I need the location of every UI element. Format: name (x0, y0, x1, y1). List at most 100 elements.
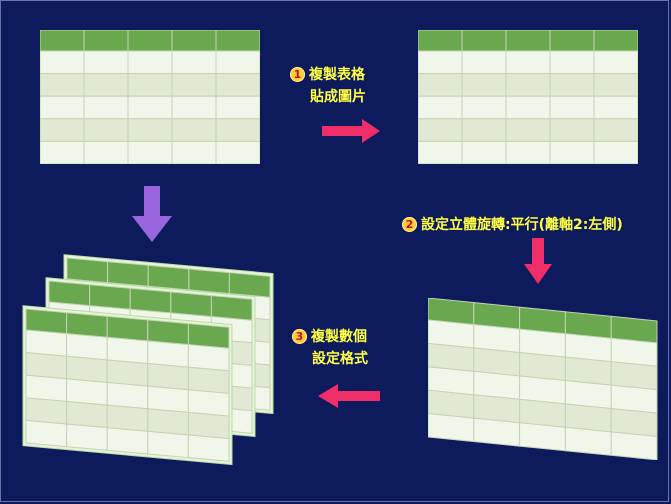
table-cells (418, 30, 638, 164)
table-body-cell (461, 50, 507, 75)
table-body-cell (147, 408, 189, 436)
table-body-cell (505, 140, 551, 164)
table-header-cell (461, 30, 507, 52)
table-body-cell (127, 118, 173, 142)
table-body-cell (147, 385, 189, 413)
table-header-cell (40, 30, 85, 52)
table-body-cell (106, 359, 149, 387)
step-1-line-2: 貼成圖片 (310, 89, 366, 105)
table-body-cell (25, 419, 68, 448)
table-header-cell (147, 319, 189, 346)
table-body-cell (83, 118, 129, 142)
table-body-cell (215, 95, 260, 120)
table-body-cell (83, 95, 129, 120)
table-body-cell (127, 140, 173, 164)
table-body-cell (147, 430, 189, 459)
step-3-badge: 3 (292, 329, 307, 344)
table-body-cell (106, 336, 149, 365)
table-header-cell (25, 308, 68, 335)
table-body-cell (519, 422, 566, 452)
table-body-cell (66, 378, 108, 406)
table-header-cell (48, 280, 91, 307)
step-1-text-1: 複製表格 (309, 67, 365, 83)
table-header-cell (171, 30, 217, 52)
table-body-cell (461, 95, 507, 120)
table-header-cell (549, 30, 595, 52)
rotated-table-graphic (428, 298, 658, 460)
table-body-cell (461, 118, 507, 142)
table-body-cell (127, 95, 173, 120)
table-body-cell (40, 73, 85, 97)
table-header-cell (418, 30, 463, 52)
step-3-text-1: 複製數個 (311, 329, 367, 345)
table-body-cell (593, 50, 638, 75)
table-body-cell (171, 73, 217, 97)
table-body-cell (106, 381, 149, 410)
table-body-cell (66, 355, 108, 384)
table-body-cell (505, 73, 551, 97)
table-header-cell (66, 257, 109, 284)
table-header-cell (107, 261, 149, 287)
table-header-cell (89, 284, 131, 310)
table-body-cell (215, 118, 260, 142)
table-body-cell (187, 366, 230, 395)
table-header-cell (228, 272, 271, 298)
arrow-left-icon (318, 384, 380, 408)
table-body-cell (505, 95, 551, 120)
table-body-cell (66, 423, 108, 451)
table-body-cell (461, 73, 507, 97)
table-body-cell (187, 389, 230, 417)
table-body-cell (564, 426, 612, 456)
table-body-cell (187, 411, 230, 440)
table-body-cell (549, 73, 595, 97)
table-body-cell (505, 118, 551, 142)
table-header-cell (127, 30, 173, 52)
stacked-tables (22, 252, 280, 478)
table-body-cell (187, 344, 230, 372)
table-body-cell (66, 400, 108, 429)
table-body-cell (127, 50, 173, 75)
table-body-cell (215, 73, 260, 97)
pasted-picture-table (418, 30, 638, 164)
stack-copy-front (22, 305, 233, 466)
table-body-cell (40, 140, 85, 164)
table-body-cell (418, 73, 463, 97)
pasted-picture-graphic (418, 30, 638, 164)
table-body-cell (610, 431, 658, 460)
table-body-cell (171, 50, 217, 75)
table-body-cell (593, 140, 638, 164)
table-body-cell (40, 118, 85, 142)
table-body-cell (549, 95, 595, 120)
purple-arrow-down-icon (132, 186, 172, 242)
table-body-cell (473, 417, 521, 447)
table-header-cell (83, 30, 129, 52)
step-2-badge: 2 (402, 217, 417, 232)
step-3-line-1: 3 複製數個 (292, 326, 368, 348)
table-body-cell (418, 50, 463, 75)
table-body-cell (106, 427, 149, 455)
table-body-cell (83, 50, 129, 75)
table-body-cell (215, 50, 260, 75)
table-header-cell (593, 30, 638, 52)
table-cells (40, 30, 260, 164)
table-body-cell (505, 50, 551, 75)
table-header-cell (215, 30, 260, 52)
table-header-cell (188, 268, 230, 295)
table-body-cell (187, 434, 230, 462)
table-body-cell (40, 50, 85, 75)
arrow-right-icon (322, 119, 380, 143)
table-body-cell (418, 118, 463, 142)
table-header-cell (187, 323, 230, 349)
table-body-cell (171, 95, 217, 120)
table-cells (25, 308, 230, 462)
table-body-cell (549, 118, 595, 142)
table-body-cell (83, 73, 129, 97)
table-header-cell (210, 295, 253, 321)
table-body-cell (593, 95, 638, 120)
table-body-cell (171, 140, 217, 164)
table-header-cell (129, 287, 172, 314)
